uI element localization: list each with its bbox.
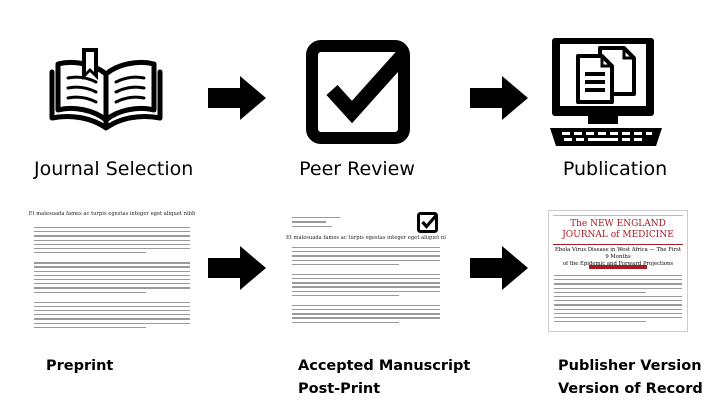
arrow-right-icon [470, 246, 528, 290]
arrow-right-icon [208, 246, 266, 290]
stage-label-peer-review: Peer Review [299, 158, 415, 180]
article-title: Ebola Virus Disease in West Africa — The… [555, 247, 681, 267]
arrow-right-icon [208, 76, 266, 120]
checkbox-icon [417, 212, 439, 233]
open-book-icon [49, 48, 163, 131]
accepted-manuscript-label: Accepted Manuscript Post-Print [298, 358, 471, 397]
stage-label-journal-selection: Journal Selection [34, 158, 194, 180]
arrow-right-icon [470, 76, 528, 120]
preprint-document-title: Et malesuada fames ac turpis egestas int… [28, 211, 196, 217]
accepted-manuscript-thumbnail: Et malesuada fames ac turpis egestas int… [286, 203, 446, 331]
preprint-label: Preprint [46, 358, 114, 374]
computer-documents-icon [550, 38, 662, 146]
preprint-document-thumbnail: Et malesuada fames ac turpis egestas int… [28, 203, 196, 331]
checkbox-icon [306, 40, 410, 144]
publisher-version-thumbnail: The NEW ENGLAND JOURNAL of MEDICINE Ebol… [548, 210, 688, 332]
stage-label-publication: Publication [562, 158, 668, 180]
publisher-version-label: Publisher Version Version of Record [558, 358, 703, 397]
accepted-manuscript-title: Et malesuada fames ac turpis egestas int… [286, 235, 446, 241]
journal-masthead: The NEW ENGLAND JOURNAL of MEDICINE [562, 219, 674, 240]
